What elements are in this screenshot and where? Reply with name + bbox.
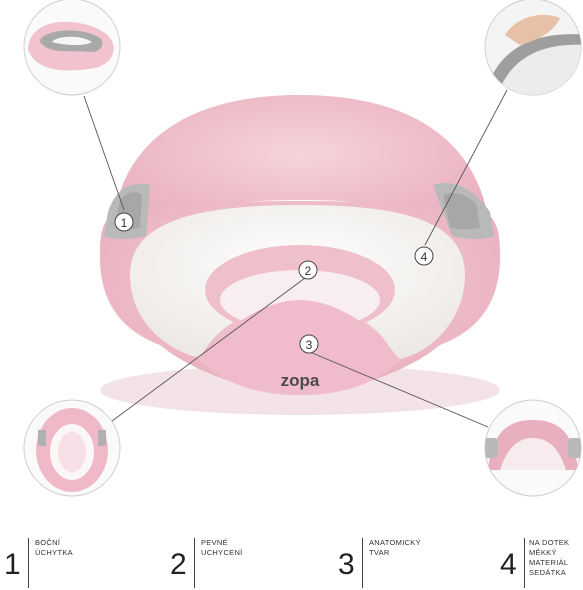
legend-divider	[28, 538, 29, 588]
svg-text:4: 4	[421, 250, 428, 264]
svg-text:3: 3	[306, 338, 313, 352]
legend-number: 4	[500, 548, 517, 581]
legend-number: 2	[170, 548, 187, 581]
detail-circle-mount	[23, 399, 121, 497]
legend-item-3: 3 ANATOMICKÝ TVAR	[338, 528, 458, 588]
callout-marker-3: 3	[299, 334, 319, 354]
legend-text: BOČNÍ ÚCHYTKA	[35, 538, 73, 557]
legend-divider	[194, 538, 195, 588]
callout-marker-4: 4	[414, 246, 434, 266]
legend-text: PEVNÉ UCHYCENÍ	[201, 538, 243, 557]
detail-circle-grip	[23, 0, 121, 96]
legend-text: NA DOTEK MĚKKÝ MATERIÁL SEDÁTKA	[529, 538, 570, 577]
detail-circle-shape	[484, 399, 582, 497]
product-illustration: zopa	[23, 0, 582, 497]
legend-divider	[362, 538, 363, 588]
legend-item-1: 1 BOČNÍ ÚCHYTKA	[4, 528, 124, 588]
potty-seat	[99, 95, 501, 395]
svg-text:2: 2	[305, 264, 312, 278]
brand-logo: zopa	[281, 371, 320, 390]
callout-marker-2: 2	[298, 260, 318, 280]
svg-text:1: 1	[121, 216, 128, 230]
legend-text: ANATOMICKÝ TVAR	[369, 538, 421, 557]
callout-marker-1: 1	[114, 212, 134, 232]
legend-item-4: 4 NA DOTEK MĚKKÝ MATERIÁL SEDÁTKA	[500, 528, 580, 588]
callout-lines	[83, 89, 508, 431]
legend-number: 3	[338, 548, 355, 581]
detail-circle-soft	[484, 0, 582, 96]
legend-number: 1	[4, 548, 21, 581]
legend-item-2: 2 PEVNÉ UCHYCENÍ	[170, 528, 290, 588]
legend-divider	[524, 538, 525, 588]
